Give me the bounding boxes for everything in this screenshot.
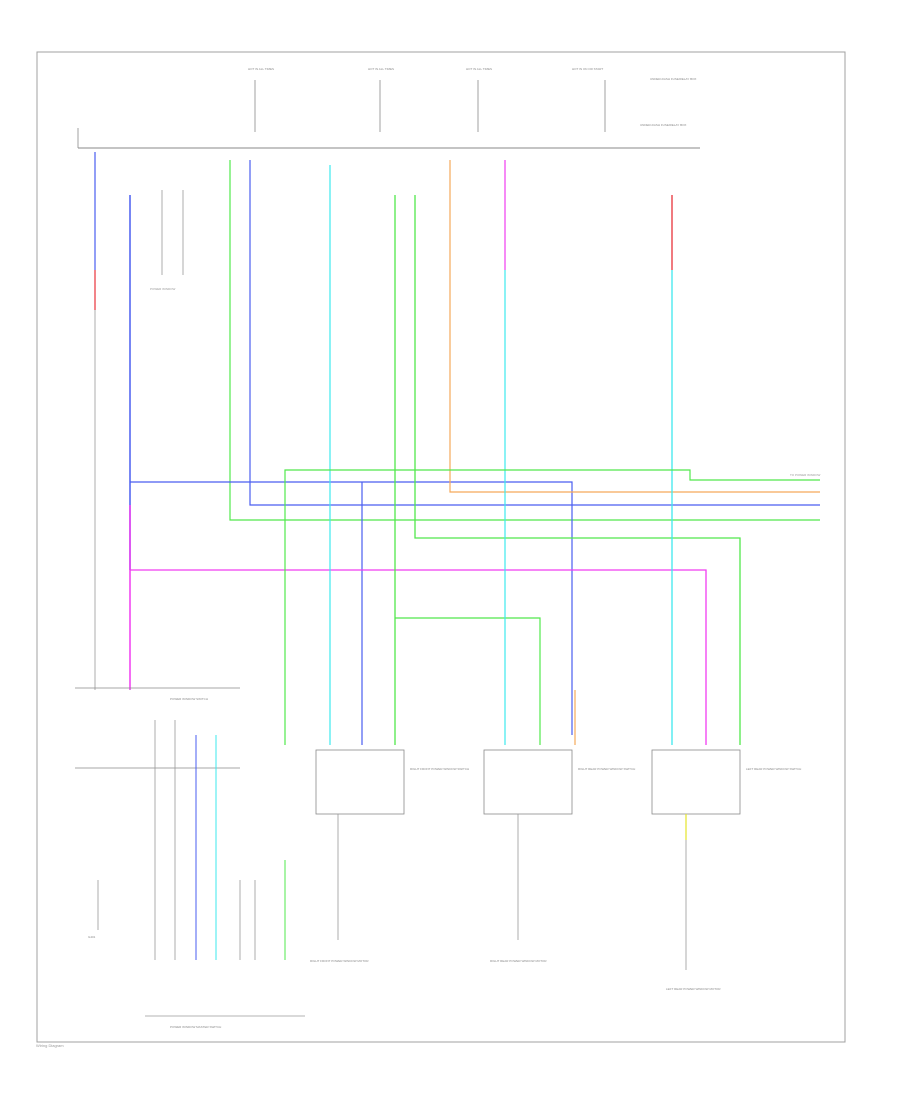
- switch-box-2: RIGHT REAR POWER WINDOW SWITCH: [483, 749, 635, 815]
- credit-text: Wiring Diagram: [36, 1043, 64, 1048]
- diagram-frame: [36, 51, 846, 1043]
- fuse-row-label: UNDER-DASH FUSE/RELAY BOX: [640, 123, 686, 127]
- wire-green-left: [229, 160, 820, 521]
- wire-orange: [449, 160, 820, 493]
- switch-box-3: LEFT REAR POWER WINDOW SWITCH: [651, 749, 801, 815]
- switch-1-label: RIGHT FRONT POWER WINDOW SWITCH: [410, 767, 469, 771]
- bottom-label-1: RIGHT FRONT POWER WINDOW MOTOR: [310, 959, 369, 963]
- wire-blue-long: [249, 160, 820, 506]
- top-label-2: HOT IN ALL TIMES: [368, 67, 394, 71]
- switch-3-label: LEFT REAR POWER WINDOW SWITCH: [746, 767, 801, 771]
- ground-label: G401: [88, 935, 96, 939]
- bottom-label-2: RIGHT REAR POWER WINDOW MOTOR: [490, 959, 547, 963]
- top-right-label: UNDER-DASH FUSE/RELAY BOX: [650, 77, 696, 81]
- bottom-label-3: LEFT REAR POWER WINDOW MOTOR: [666, 987, 721, 991]
- switch-2-label: RIGHT REAR POWER WINDOW SWITCH: [578, 767, 635, 771]
- wire-blue-mid: [130, 481, 573, 735]
- wire-green-right-loop: [284, 469, 820, 745]
- right-edge-label: TO POWER WINDOW: [790, 473, 820, 477]
- svg-text:POWER WINDOW: POWER WINDOW: [150, 287, 175, 291]
- top-label-3: HOT IN ALL TIMES: [466, 67, 492, 71]
- wire-magenta-h: [130, 569, 707, 745]
- wire-green-4: [395, 617, 541, 745]
- top-label-4: HOT IN ON OR START: [572, 67, 603, 71]
- switch-box-1: RIGHT FRONT POWER WINDOW SWITCH: [315, 749, 469, 815]
- left-bottom-label: POWER WINDOW MASTER SWITCH: [170, 1025, 221, 1029]
- top-label-1: HOT IN ALL TIMES: [248, 67, 274, 71]
- left-mid-label: POWER WINDOW SWITCH: [170, 697, 208, 701]
- wire-green-3: [414, 195, 741, 745]
